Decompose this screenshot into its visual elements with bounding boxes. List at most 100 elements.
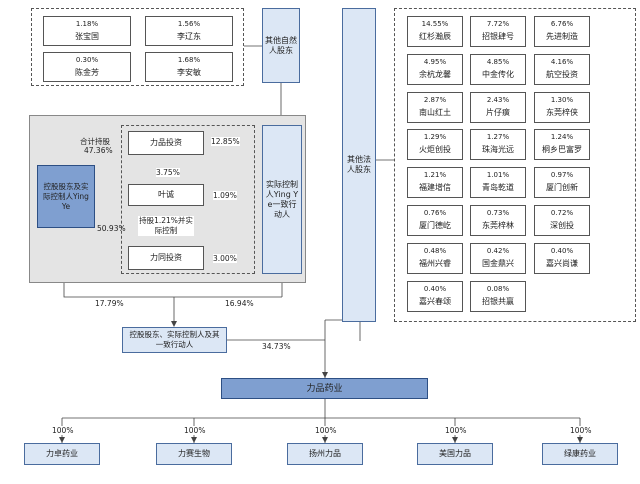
subsidiary-name: 绿康药业	[564, 449, 596, 458]
pct-1285: 12.85%	[211, 137, 240, 146]
pct-1779: 17.79%	[95, 299, 124, 308]
legal-entity-pct: 7.72%	[486, 20, 510, 28]
pct-375: 3.75%	[156, 168, 180, 177]
other-legal-shareholders: 其他法人股东	[342, 8, 376, 322]
legal-entity-name: 招银共赢	[482, 296, 514, 306]
legal-entity-cell: 0.73% 东莞梓林	[470, 205, 526, 236]
natural-person-pct: 0.30%	[75, 56, 99, 64]
legal-entity-cell: 4.85%中金传化	[470, 53, 526, 85]
legal-entity-cell: 1.29% 火炬创投	[407, 129, 463, 161]
legal-entity-name: 福建增信	[419, 183, 451, 193]
subsidiary-pct: 100%	[184, 426, 206, 435]
concert-party-label: 实际控制人Ying Ye一致行动人	[265, 179, 299, 219]
legal-entity-cell: 4.95% 余杭龙馨	[407, 53, 463, 85]
natural-person-name: 李安敏	[177, 68, 201, 77]
total-holding-pct: 47.36%	[84, 146, 113, 155]
concert-party-box: 实际控制人Ying Ye一致行动人	[262, 125, 302, 274]
legal-entity-name: 招银肆号	[482, 32, 514, 41]
legal-entity-pct: 1.01%	[486, 171, 510, 180]
company-label: 力品药业	[306, 383, 343, 394]
legal-entity-pct: 2.43%	[486, 95, 510, 104]
natural-persons-group	[31, 8, 244, 86]
legal-entity-cell: 4.16% 航空投资	[534, 53, 590, 85]
legal-entity-pct: 0.40%	[550, 246, 574, 255]
legal-entity-name: 嘉兴尚谦	[546, 258, 578, 268]
legal-entity-name: 火炬创投	[419, 145, 451, 155]
legal-entity-name: 南山红土	[419, 107, 451, 117]
subsidiary-name: 美国力品	[439, 449, 471, 458]
legal-entity-pct: 4.16%	[550, 57, 574, 66]
legal-entity-name: 红杉瀚辰	[419, 32, 451, 41]
subsidiary-box: 力卓药业	[24, 443, 100, 465]
subsidiary-box: 扬州力品	[287, 443, 363, 465]
legal-entity-name: 桐乡巴富罗	[542, 145, 582, 155]
legal-entity-cell: 14.55% 红杉瀚辰	[407, 16, 463, 47]
natural-person-pct: 1.56%	[177, 20, 201, 28]
legal-entity-name: 嘉兴春颂	[419, 296, 451, 306]
legal-entity-cell: 7.72% 招银肆号	[470, 16, 526, 47]
legal-entity-cell: 2.87%南山红土	[407, 91, 463, 123]
legal-entity-name: 航空投资	[546, 69, 578, 79]
litong-invest-box: 力同投资	[128, 246, 204, 270]
legal-entity-pct: 0.97%	[550, 171, 574, 180]
controller-box: 控股股东及实际控制人Ying Ye	[37, 165, 95, 228]
legal-entity-cell: 1.24%桐乡巴富罗	[534, 129, 590, 161]
legal-entity-pct: 0.72%	[550, 209, 574, 217]
pct-300: 3.00%	[213, 254, 237, 263]
legal-entity-cell: 1.21% 福建增信	[407, 167, 463, 199]
subsidiary-box: 力赛生物	[156, 443, 232, 465]
natural-person-name: 陈金芳	[75, 68, 99, 77]
legal-entity-pct: 14.55%	[421, 20, 449, 28]
legal-entity-cell: 6.76%先进制造	[534, 16, 590, 47]
yecheng-label: 叶诚	[158, 190, 174, 199]
legal-entity-cell: 1.27% 珠海光远	[470, 129, 526, 161]
other-natural-shareholders: 其他自然人股东	[262, 8, 300, 83]
legal-entity-cell: 0.08% 招银共赢	[470, 280, 526, 312]
natural-person-cell: 1.18% 张宝国	[43, 16, 131, 46]
legal-entity-name: 青岛乾道	[482, 183, 514, 193]
legal-entity-pct: 1.30%	[550, 95, 574, 104]
legal-entity-cell: 2.43% 片仔癀	[470, 91, 526, 123]
legal-entity-name: 厦门德屹	[419, 221, 451, 230]
total-holding-label: 合计持股	[80, 137, 110, 146]
legal-entity-name: 片仔癀	[486, 107, 510, 117]
legal-entity-cell: 0.48% 福州兴睿	[407, 242, 463, 274]
legal-entity-pct: 1.29%	[423, 133, 447, 142]
controller-group-label: 控股股东、实际控制人及其一致行动人	[129, 330, 220, 349]
legal-entity-name: 福州兴睿	[419, 258, 451, 268]
legal-entity-pct: 0.73%	[486, 209, 510, 217]
legal-entity-name: 珠海光远	[482, 145, 514, 155]
legal-entity-name: 东莞梓侠	[546, 107, 578, 117]
natural-person-name: 张宝国	[75, 32, 99, 41]
subsidiary-name: 扬州力品	[309, 449, 341, 458]
subsidiary-name: 力卓药业	[46, 449, 78, 458]
legal-entity-name: 东莞梓林	[482, 221, 514, 230]
legal-entity-name: 先进制造	[546, 32, 578, 41]
controller-group-box: 控股股东、实际控制人及其一致行动人	[122, 327, 227, 353]
legal-entity-name: 余杭龙馨	[419, 69, 451, 79]
legal-entity-pct: 0.48%	[423, 246, 447, 255]
legal-entity-cell: 1.30% 东莞梓侠	[534, 91, 590, 123]
subsidiary-pct: 100%	[315, 426, 337, 435]
legal-entity-name: 深创投	[550, 221, 574, 230]
controller-label: 控股股东及实际控制人Ying Ye	[43, 181, 89, 211]
legal-entity-pct: 4.95%	[423, 57, 447, 66]
natural-person-cell: 1.56% 李辽东	[145, 16, 233, 46]
pct-109: 1.09%	[213, 191, 237, 200]
lipin-invest-label: 力品投资	[150, 138, 182, 147]
pct-5093: 50.93%	[97, 224, 126, 233]
legal-entity-name: 厦门创新	[546, 183, 578, 193]
legal-entity-cell: 0.76%厦门德屹	[407, 205, 463, 236]
legal-entities-group	[394, 8, 636, 322]
lipin-invest-box: 力品投资	[128, 131, 204, 155]
company-box: 力品药业	[221, 378, 428, 399]
legal-entity-pct: 0.08%	[486, 284, 510, 293]
subsidiary-pct: 100%	[52, 426, 74, 435]
legal-entity-cell: 1.01% 青岛乾道	[470, 167, 526, 199]
legal-entity-pct: 1.21%	[423, 171, 447, 180]
legal-entity-cell: 0.42%国金鼎兴	[470, 242, 526, 274]
holding-note: 持股1.21%并实际控制	[138, 216, 194, 236]
legal-entity-pct: 1.27%	[486, 133, 510, 142]
controller-inner-group	[121, 125, 255, 274]
legal-entity-name: 国金鼎兴	[482, 258, 514, 268]
